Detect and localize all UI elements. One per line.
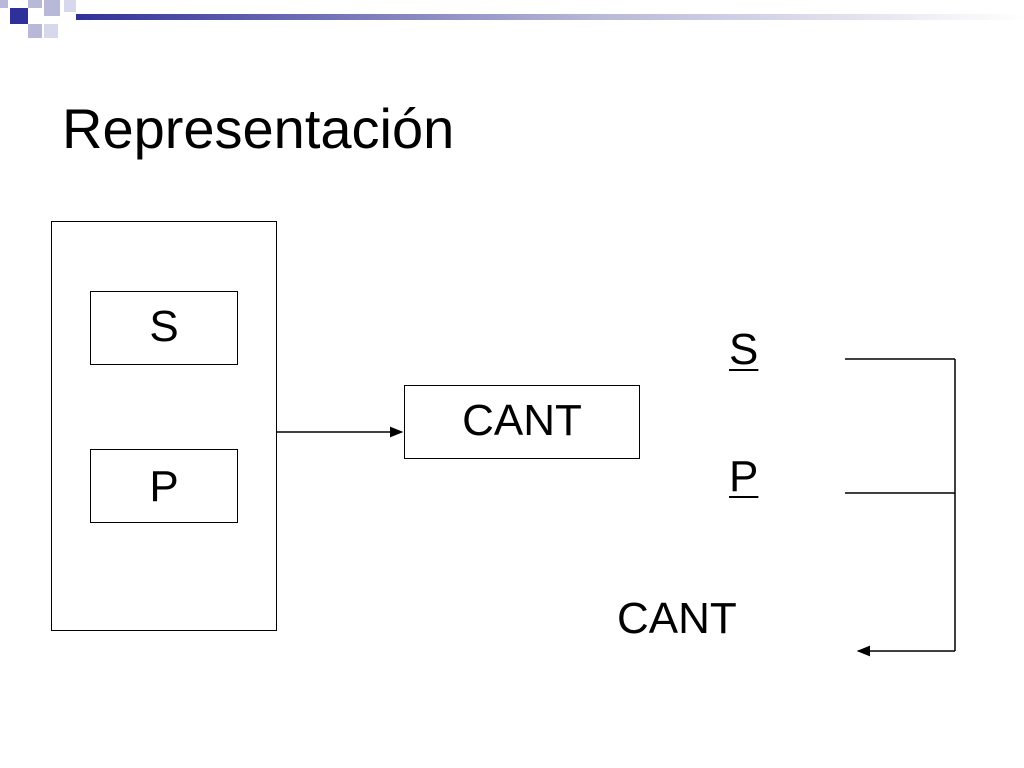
decor-square-5 [64, 0, 76, 12]
decor-square-1 [0, 0, 8, 8]
field-s-label: S [149, 302, 179, 351]
decor-square-7 [44, 24, 58, 38]
dependent-cant-label: CANT [617, 594, 737, 643]
decor-square-4 [44, 0, 60, 16]
decor-square-2 [10, 8, 28, 24]
field-p-label: P [149, 462, 179, 511]
decor-square-3 [28, 0, 42, 8]
key-s-label: S [729, 325, 759, 374]
field-s-box: S [90, 291, 238, 365]
entity-container-box [51, 221, 277, 631]
cant-box: CANT [404, 385, 640, 459]
header-decoration [0, 0, 1024, 38]
decor-gradient-line [76, 14, 1024, 20]
decor-square-6 [28, 24, 42, 38]
key-p-label: P [729, 452, 759, 501]
field-p-box: P [90, 449, 238, 523]
cant-box-label: CANT [462, 396, 582, 445]
slide-title: Representación [62, 97, 455, 160]
